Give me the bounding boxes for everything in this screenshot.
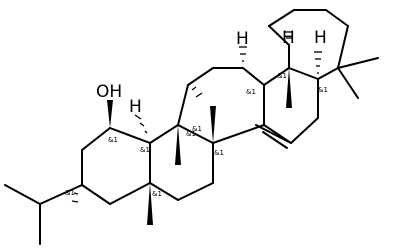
hydrogen-label: H	[282, 28, 295, 48]
hydrogen-label: H	[236, 29, 249, 49]
stereo-label: &1	[65, 189, 75, 197]
stereo-label: &1	[192, 125, 202, 133]
bond-skeleton	[4, 9, 379, 245]
stereo-label: &1	[186, 130, 196, 138]
stereo-label: &1	[108, 136, 118, 144]
hashed-bonds	[71, 31, 322, 203]
stereo-labels: &1 &1 &1 &1 &1 &1 &1 &1 &1 &1	[65, 72, 328, 198]
stereo-label: &1	[277, 72, 287, 80]
hydrogen-label: H	[129, 97, 142, 117]
wedge-bonds	[107, 68, 292, 225]
hydrogen-label: H	[314, 28, 327, 48]
stereo-label: &1	[318, 86, 328, 94]
stereo-label: &1	[152, 190, 162, 198]
atom-labels: OH H H H H	[96, 28, 327, 117]
stereo-label: &1	[140, 146, 150, 154]
stereo-label: &1	[214, 149, 224, 157]
stereo-label: &1	[246, 88, 256, 96]
hydroxyl-label: OH	[96, 82, 122, 102]
